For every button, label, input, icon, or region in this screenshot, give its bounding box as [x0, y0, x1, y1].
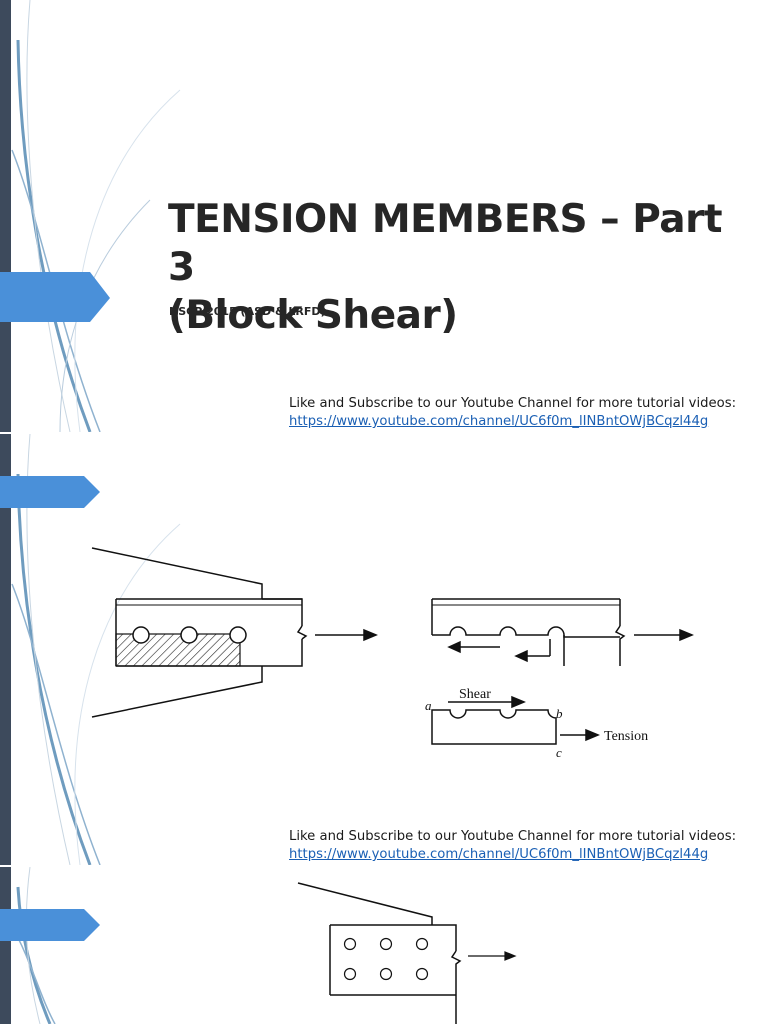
title-line-1: TENSION MEMBERS – Part 3 — [168, 197, 723, 290]
promo-block: Like and Subscribe to our Youtube Channe… — [289, 395, 768, 431]
decorative-curves — [11, 434, 181, 865]
slide-1: TENSION MEMBERS – Part 3 (Block Shear) N… — [0, 0, 768, 432]
block-shear-area — [115, 633, 241, 667]
point-b-label: b — [556, 706, 563, 721]
tension-label: Tension — [604, 729, 648, 744]
block-shear-figure: Shear Tension a b c — [91, 547, 694, 760]
shear-label: Shear — [459, 687, 491, 702]
slide-title: TENSION MEMBERS – Part 3 (Block Shear) — [168, 196, 748, 340]
point-c-label: c — [556, 745, 562, 760]
slide-left-bar — [0, 0, 11, 432]
slide-left-bar — [0, 434, 11, 865]
shear-arrow — [448, 695, 526, 709]
force-arrow-right — [634, 628, 694, 642]
slide-subtitle: NSCP 2015 (ASD & LRFD) — [169, 305, 326, 318]
title-line-2: (Block Shear) — [168, 293, 458, 338]
slide-3 — [0, 867, 768, 1024]
tension-arrow — [560, 728, 600, 742]
plate-member — [329, 924, 456, 996]
promo-text: Like and Subscribe to our Youtube Channe… — [289, 396, 737, 411]
block-diagram — [431, 709, 557, 745]
force-arrow-left — [315, 628, 378, 642]
slide-left-bar — [0, 867, 11, 1024]
point-a-label: a — [425, 698, 432, 713]
slide-2: Shear Tension a b c Like and Subscribe t… — [0, 434, 768, 865]
slide-tab-arrow — [0, 272, 110, 322]
gusset-plate — [297, 882, 462, 1024]
force-arrow — [468, 951, 517, 961]
bolt-holes — [343, 937, 429, 981]
gusset-plate-left — [91, 547, 308, 718]
youtube-channel-link[interactable]: https://www.youtube.com/channel/UC6f0m_l… — [289, 414, 709, 429]
bolt-holes-left — [132, 626, 247, 644]
slide-tab-arrow — [0, 476, 100, 508]
shear-arrows-right — [447, 639, 551, 663]
youtube-channel-link[interactable]: https://www.youtube.com/channel/UC6f0m_l… — [289, 847, 709, 862]
slide-tab-arrow — [0, 909, 100, 941]
promo-text: Like and Subscribe to our Youtube Channe… — [289, 829, 737, 844]
decorative-curves — [11, 0, 181, 432]
bolted-connection-figure — [297, 882, 517, 1024]
promo-block: Like and Subscribe to our Youtube Channe… — [289, 828, 768, 864]
torn-member-right — [431, 598, 626, 666]
